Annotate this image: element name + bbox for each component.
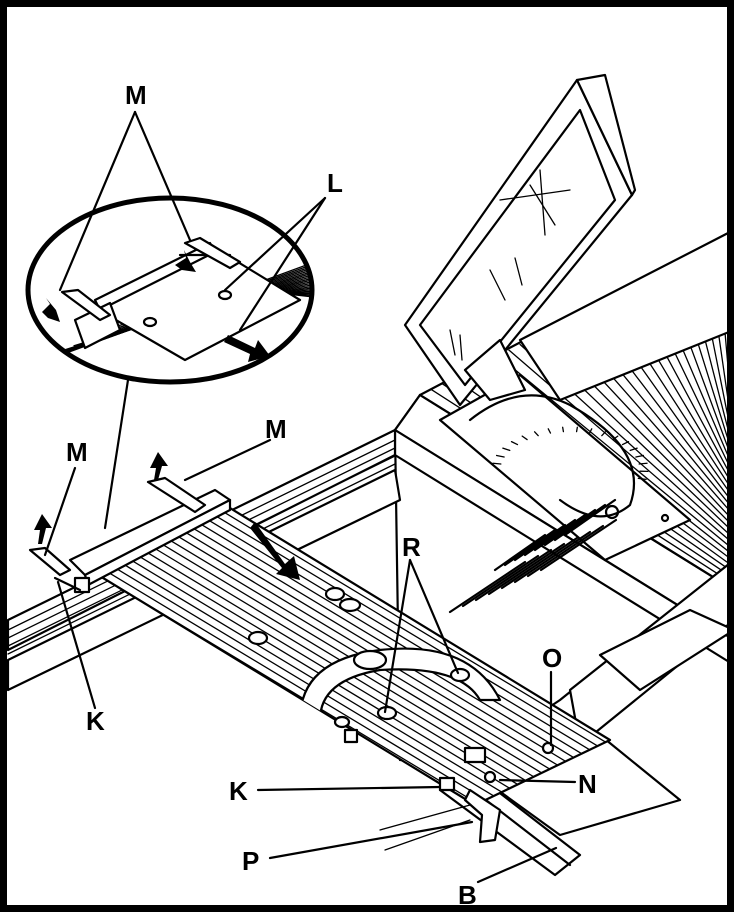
label-n: N	[578, 769, 597, 799]
slide-groove	[177, 527, 569, 764]
vent-slot	[500, 536, 579, 590]
label-m-top: M	[125, 80, 147, 110]
blade-tooth	[621, 440, 630, 446]
blade-tooth	[562, 426, 565, 433]
vent-slot	[523, 518, 577, 557]
inset-connector	[103, 378, 130, 530]
saw-blade	[468, 394, 649, 518]
vent-slot	[553, 503, 607, 542]
blade-tooth	[495, 454, 505, 458]
vent-slot	[474, 548, 553, 602]
slide-groove	[105, 561, 497, 798]
vent-slot	[539, 518, 618, 572]
leader-lines	[43, 110, 577, 884]
vent-slots	[448, 498, 618, 614]
vent-slot	[493, 533, 547, 572]
slide-groove	[169, 530, 561, 768]
blade-tooth	[510, 440, 519, 446]
vent-slot	[448, 560, 527, 614]
vent-slot	[487, 542, 566, 596]
vent-slot	[503, 528, 557, 567]
blade-tooth	[588, 428, 593, 434]
vent-slot	[526, 524, 605, 578]
lock-k-left	[53, 576, 91, 594]
slide-groove	[121, 553, 513, 791]
support-leg	[379, 788, 502, 851]
blade-tooth	[575, 426, 578, 433]
slide-groove	[217, 507, 609, 745]
label-o: O	[542, 643, 562, 673]
lever-m-right	[146, 452, 207, 514]
slide-groove	[97, 565, 489, 802]
blade-tooth	[547, 428, 552, 434]
label-p: P	[242, 846, 259, 876]
blade-tooth	[637, 477, 647, 481]
blade-tooth	[629, 447, 638, 452]
slide-groove	[193, 519, 585, 756]
lock-k-bottom	[438, 741, 555, 792]
label-k-left: K	[86, 706, 105, 736]
label-l: L	[327, 168, 343, 198]
blade-tooth	[601, 431, 607, 437]
blade-guard	[403, 73, 637, 407]
vent-slot	[543, 508, 597, 547]
table-groove	[496, 354, 734, 551]
blade-tooth	[638, 462, 648, 465]
slide-groove	[185, 523, 577, 760]
lever-m-left	[28, 514, 72, 577]
label-b: B	[458, 880, 477, 910]
blade-tooth	[635, 454, 645, 458]
blade-tooth	[492, 462, 502, 465]
slide-groove	[161, 534, 553, 772]
sliding-table	[68, 488, 612, 807]
callout-labels: M L M M R O K K N P B	[66, 80, 597, 910]
label-k-bottom: K	[229, 776, 248, 806]
blade-tooth	[502, 447, 511, 452]
slide-groove	[90, 569, 481, 805]
vent-slot	[461, 554, 540, 608]
label-m-right: M	[265, 414, 287, 444]
vent-slot	[513, 523, 567, 562]
label-m-left: M	[66, 437, 88, 467]
blade-tooth	[533, 431, 539, 437]
blade-tooth	[612, 435, 619, 441]
detail-inset	[25, 195, 315, 385]
blade-tooth	[521, 435, 528, 441]
label-r: R	[402, 532, 421, 562]
vent-slot	[533, 513, 587, 552]
vent-slot	[513, 530, 592, 584]
vent-slot	[563, 498, 617, 537]
slide-groove	[113, 557, 505, 795]
